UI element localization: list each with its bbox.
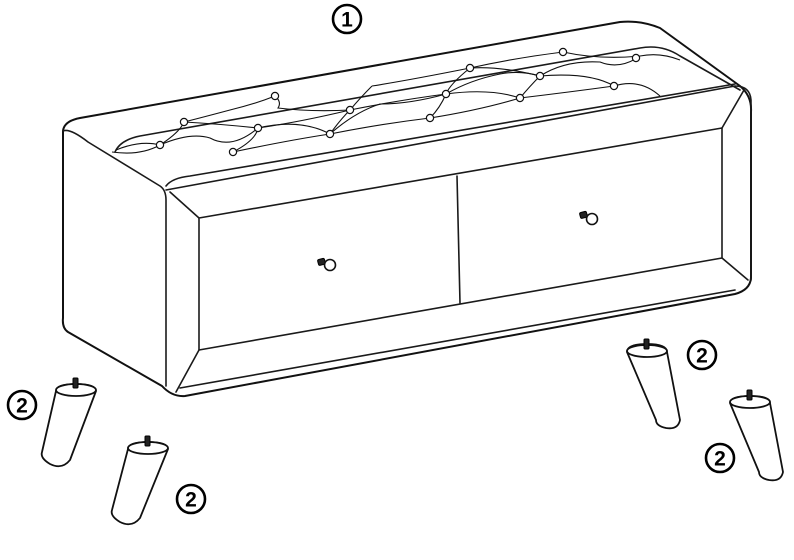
callout-leg-4: 2 [704,442,736,474]
tufted-top [111,47,681,157]
callout-leg-1-label: 2 [16,395,28,418]
bench-body [61,20,753,398]
callout-bench: 1 [331,3,363,35]
leg-2 [110,435,169,526]
drawer-knob-left [317,257,337,272]
drawer-knob-right [579,210,599,226]
callout-leg-4-label: 2 [714,448,726,471]
callout-leg-3: 2 [686,339,718,371]
callout-leg-2-label: 2 [185,489,197,512]
callout-leg-1: 2 [6,389,38,421]
leg-4 [729,389,784,482]
callout-leg-3-label: 2 [696,345,708,368]
leg-1 [40,377,97,468]
callout-bench-label: 1 [341,9,353,32]
callout-leg-2: 2 [175,483,207,515]
leg-3 [626,338,681,430]
